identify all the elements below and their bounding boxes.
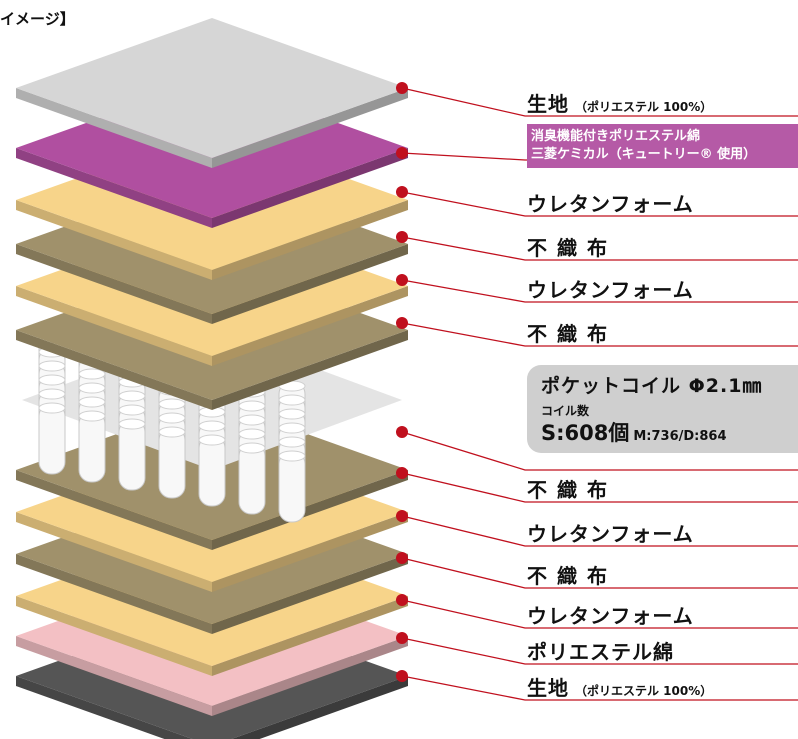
leader-dot	[396, 552, 408, 564]
coil-title: ポケットコイル Φ2.1㎜	[541, 375, 763, 397]
leader-dot	[396, 317, 408, 329]
leader-dot	[396, 147, 408, 159]
sheet-side-left	[16, 596, 212, 676]
band-line: 消臭機能付きポリエステル綿	[531, 129, 701, 144]
sheet-side-right	[212, 636, 408, 716]
coil-count-label: コイル数	[541, 404, 590, 418]
sheet-side-right	[212, 470, 408, 550]
layer-label-main: 生地	[527, 92, 569, 116]
leader-dot	[396, 594, 408, 606]
layer-label-main: ポリエステル綿	[527, 640, 674, 664]
coil-cylinder	[198, 434, 226, 507]
layer-label: 不織布	[527, 560, 617, 589]
sheet-side-right	[212, 148, 408, 228]
layer-label-main: 不織布	[527, 322, 617, 346]
leader-line	[396, 82, 798, 117]
layer-label: 不織布	[527, 474, 617, 503]
layer-label: ウレタンフォーム	[527, 188, 694, 217]
sheet-side-right	[212, 330, 408, 410]
band-line: 三菱ケミカル（キュートリー® 使用）	[531, 147, 757, 162]
diagram-caption: イメージ】	[0, 10, 75, 28]
coil-cylinder	[78, 410, 106, 483]
sheet-side-right	[212, 512, 408, 592]
layer-label-sub: （ポリエステル 100%）	[575, 684, 713, 698]
layer-label-main: ウレタンフォーム	[527, 192, 694, 216]
leader-line	[396, 274, 798, 303]
leader-dot	[396, 426, 408, 438]
leader-line	[396, 594, 798, 629]
leader-line	[396, 231, 798, 261]
layer-label: 不織布	[527, 232, 617, 261]
leader-dot	[396, 510, 408, 522]
sheet-side-left	[16, 88, 212, 168]
sheet-side-left	[16, 554, 212, 634]
coil-cylinder	[238, 442, 266, 515]
sheet-side-left	[16, 470, 212, 550]
layer-label-main: ウレタンフォーム	[527, 522, 694, 546]
layer-label: 生地 （ポリエステル 100%）	[527, 672, 712, 701]
layer-sheet	[16, 18, 408, 168]
sheet-side-right	[212, 88, 408, 168]
sheet-side-right	[212, 596, 408, 676]
leader-dot	[396, 82, 408, 94]
leader-dot	[396, 467, 408, 479]
leader-line	[396, 186, 798, 217]
sheet-side-right	[212, 286, 408, 366]
layer-label-main: ウレタンフォーム	[527, 604, 694, 628]
sheet-side-right	[212, 244, 408, 324]
sheet-side-left	[16, 330, 212, 410]
coil-cylinder	[278, 450, 306, 523]
layer-label-band: 消臭機能付きポリエステル綿三菱ケミカル（キュートリー® 使用）	[527, 124, 798, 168]
leader-line	[396, 632, 798, 665]
leader-line	[396, 510, 798, 547]
coil-cylinder	[158, 426, 186, 499]
layer-label: ウレタンフォーム	[527, 600, 694, 629]
sheet-top	[16, 18, 408, 158]
sheet-side-left	[16, 512, 212, 592]
leader-line	[396, 317, 798, 347]
layer-label-main: 不織布	[527, 564, 617, 588]
leader-line	[396, 426, 798, 471]
layer-label: ウレタンフォーム	[527, 518, 694, 547]
sheet-side-left	[16, 636, 212, 716]
coil-count-main: S:608個	[541, 421, 630, 445]
layer-label: 不織布	[527, 318, 617, 347]
layer-label-main: 不織布	[527, 478, 617, 502]
leader-dot	[396, 274, 408, 286]
layer-label: ウレタンフォーム	[527, 274, 694, 303]
leader-dot	[396, 670, 408, 682]
sheet-side-right	[212, 554, 408, 634]
sheet-side-left	[16, 286, 212, 366]
layer-label-main: 生地	[527, 676, 569, 700]
sheet-side-right	[212, 200, 408, 280]
layer-label-sub: （ポリエステル 100%）	[575, 100, 713, 114]
leader-line	[396, 552, 798, 589]
sheet-side-left	[16, 244, 212, 324]
layer-label-main: 不織布	[527, 236, 617, 260]
leader-dot	[396, 231, 408, 243]
leader-line	[396, 670, 798, 701]
leader-dot	[396, 186, 408, 198]
layer-label: 生地 （ポリエステル 100%）	[527, 88, 712, 117]
leader-dot	[396, 632, 408, 644]
layer-label: ポリエステル綿	[527, 636, 674, 665]
sheet-side-left	[16, 200, 212, 280]
layer-label-main: ウレタンフォーム	[527, 278, 694, 302]
leader-line	[396, 467, 798, 503]
sheet-side-left	[16, 148, 212, 228]
coil-cylinder	[38, 402, 66, 475]
coil-cylinder	[118, 418, 146, 491]
coil-count-rest: M:736/D:864	[633, 429, 727, 444]
